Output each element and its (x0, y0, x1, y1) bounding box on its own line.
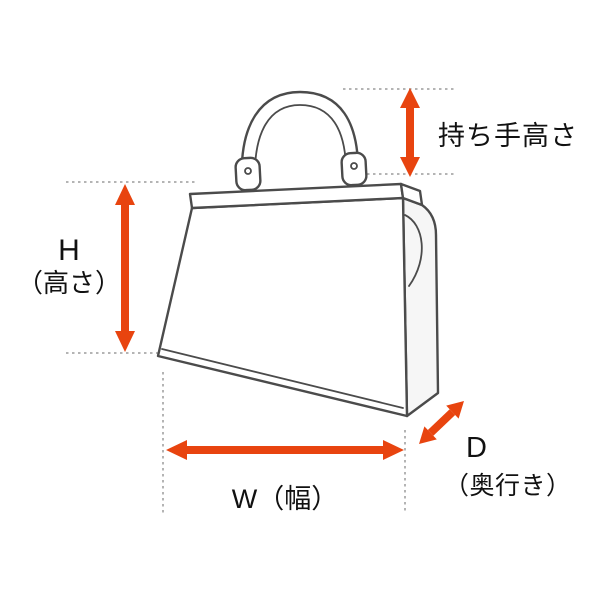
bag-gusset (401, 196, 440, 418)
bag-front-panel (156, 196, 409, 418)
depth-arrow (419, 401, 464, 444)
bag-handle (234, 90, 368, 192)
height-label: H （高さ） (8, 234, 130, 298)
depth-arrow-shaft (427, 409, 456, 436)
handle-height-label: 持ち手高さ (438, 121, 578, 151)
bag-handle-rivet-right (350, 162, 358, 170)
bag-handle-inner (254, 104, 347, 184)
depth-arrow-head-bottom (419, 426, 437, 444)
handbag-illustration (156, 90, 440, 418)
depth-symbol: D (466, 432, 487, 464)
handle-height-arrow (400, 88, 420, 177)
height-symbol: H (58, 234, 80, 267)
height-arrow-head-bottom (115, 331, 135, 352)
width-label: W（幅） (231, 484, 339, 514)
width-arrow-head-left (166, 440, 187, 460)
height-name: （高さ） (16, 268, 121, 298)
height-arrow-head-top (115, 184, 135, 205)
bag-gusset-fold (404, 214, 423, 287)
bag-body (156, 182, 440, 418)
handle-height-arrow-head-bottom (400, 157, 420, 177)
bag-handle-rivet-left (244, 167, 252, 175)
depth-name: （奥行き） (444, 472, 572, 500)
bag-bottom-seam (161, 348, 404, 409)
height-arrow (115, 184, 135, 352)
depth-arrow-head-top (446, 401, 464, 419)
measurement-arrows (115, 88, 464, 460)
width-arrow (166, 440, 404, 460)
handle-height-arrow-head-top (400, 88, 420, 108)
width-arrow-head-right (383, 440, 404, 460)
bag-frame-side (399, 182, 424, 207)
